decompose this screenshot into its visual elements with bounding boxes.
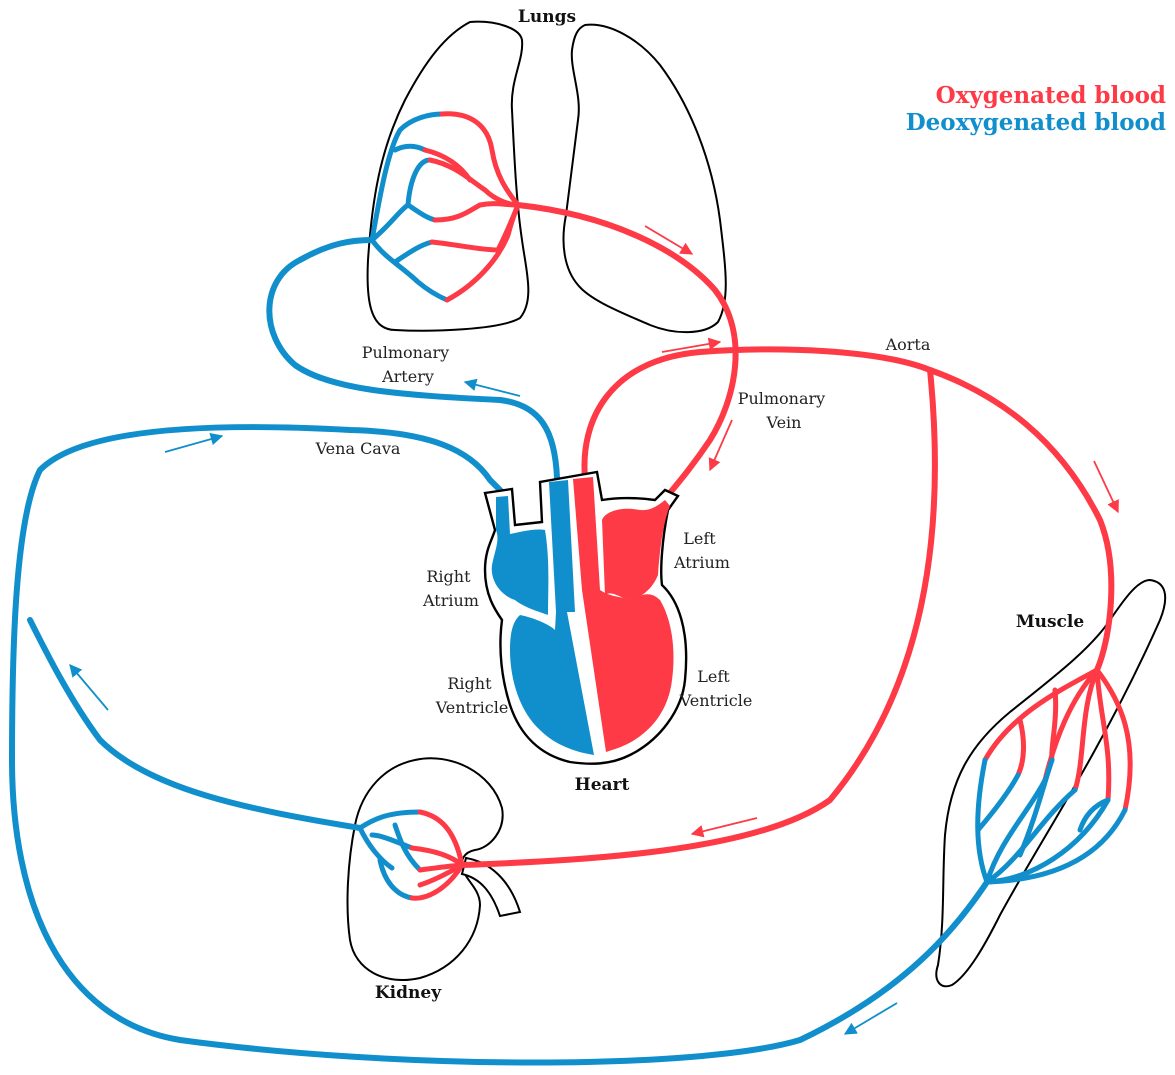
aorta-label: Aorta — [885, 335, 931, 354]
muscle-label: Muscle — [1016, 612, 1085, 632]
pulmonary-artery-label-line1: Pulmonary — [362, 343, 450, 362]
legend-oxygenated: Oxygenated blood — [936, 82, 1166, 109]
arrow-aorta-right — [1094, 461, 1118, 512]
pulmonary-artery-label: Pulmonary Artery — [362, 343, 455, 386]
right-atrium-label-line1: Right — [426, 567, 471, 586]
right-ventricle-label-line1: Right — [447, 674, 492, 693]
arrow-vena-cava-bottom — [845, 1003, 897, 1034]
left-lung-outline — [368, 22, 529, 331]
heart-label: Heart — [575, 775, 630, 795]
legend: Oxygenated blood Deoxygenated blood — [906, 82, 1166, 136]
left-ventricle-label-line2: Ventricle — [679, 691, 753, 710]
vena-cava-label: Vena Cava — [315, 439, 401, 458]
right-atrium-label: Right Atrium — [422, 567, 479, 610]
right-atrium-label-line2: Atrium — [422, 591, 479, 610]
left-atrium-label-line2: Atrium — [673, 553, 730, 572]
left-ventricle-label: Left Ventricle — [679, 667, 753, 710]
legend-deoxygenated: Deoxygenated blood — [906, 109, 1166, 136]
right-lung-outline — [563, 25, 725, 332]
left-ventricle-label-line1: Left — [697, 667, 730, 686]
pulmonary-vein-label-line2: Vein — [766, 413, 802, 432]
left-atrium-label: Left Atrium — [673, 529, 730, 572]
pulmonary-vein-label: Pulmonary Vein — [738, 389, 831, 432]
right-ventricle-label: Right Ventricle — [435, 674, 509, 717]
lungs-label: Lungs — [518, 7, 576, 27]
arrow-aorta-kidney — [692, 818, 757, 834]
arrow-pulmonary-artery — [465, 382, 520, 396]
kidney-label: Kidney — [375, 983, 442, 1003]
kidney-vein — [30, 620, 360, 828]
pulmonary-artery-label-line2: Artery — [381, 367, 434, 386]
right-ventricle-label-line2: Ventricle — [435, 698, 509, 717]
pulmonary-vein-label-line1: Pulmonary — [738, 389, 826, 408]
arrow-vena-cava-top — [165, 436, 222, 452]
arrow-pulmonary-vein-down — [710, 420, 732, 470]
heart-organ — [485, 472, 686, 764]
left-atrium-label-line1: Left — [683, 529, 716, 548]
